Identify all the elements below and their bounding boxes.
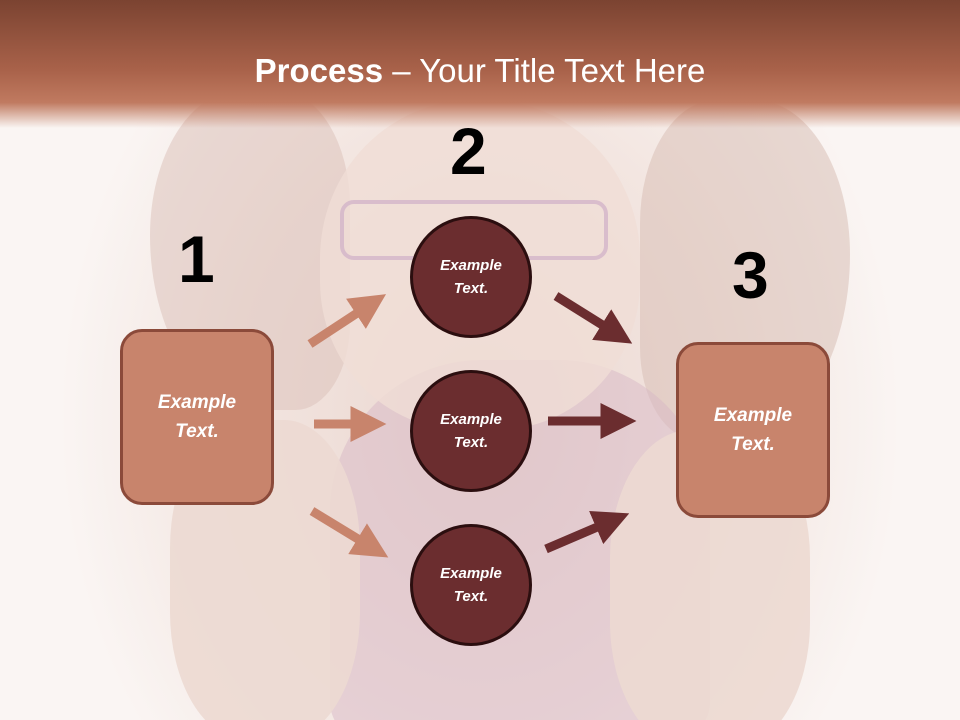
arrow-top-to-3 — [553, 292, 633, 344]
slide-title: Process – Your Title Text Here — [0, 52, 960, 90]
step-1-label: Example Text. — [157, 392, 237, 442]
title-bar — [0, 0, 960, 128]
step-2-label-middle: Example Text. — [440, 411, 502, 451]
arrow-1-to-top — [307, 294, 387, 348]
step-2-circle-bottom: Example Text. — [410, 524, 532, 646]
title-strong: Process — [254, 52, 384, 89]
step-2-circle-middle: Example Text. — [410, 370, 532, 492]
step-2-label-top: Example Text. — [440, 257, 502, 297]
step-1-box: Example Text. — [120, 329, 274, 505]
title-rest: – Your Title Text Here — [383, 52, 706, 89]
step-2-label-bottom: Example Text. — [440, 565, 502, 605]
step-number-3: 3 — [732, 238, 769, 312]
step-number-1: 1 — [178, 222, 215, 296]
step-number-2: 2 — [450, 114, 487, 188]
arrow-bottom-to-3 — [544, 510, 630, 554]
step-2-circle-top: Example Text. — [410, 216, 532, 338]
step-3-label: Example Text. — [713, 405, 793, 455]
step-3-box: Example Text. — [676, 342, 830, 518]
arrow-1-to-bottom — [309, 507, 389, 558]
